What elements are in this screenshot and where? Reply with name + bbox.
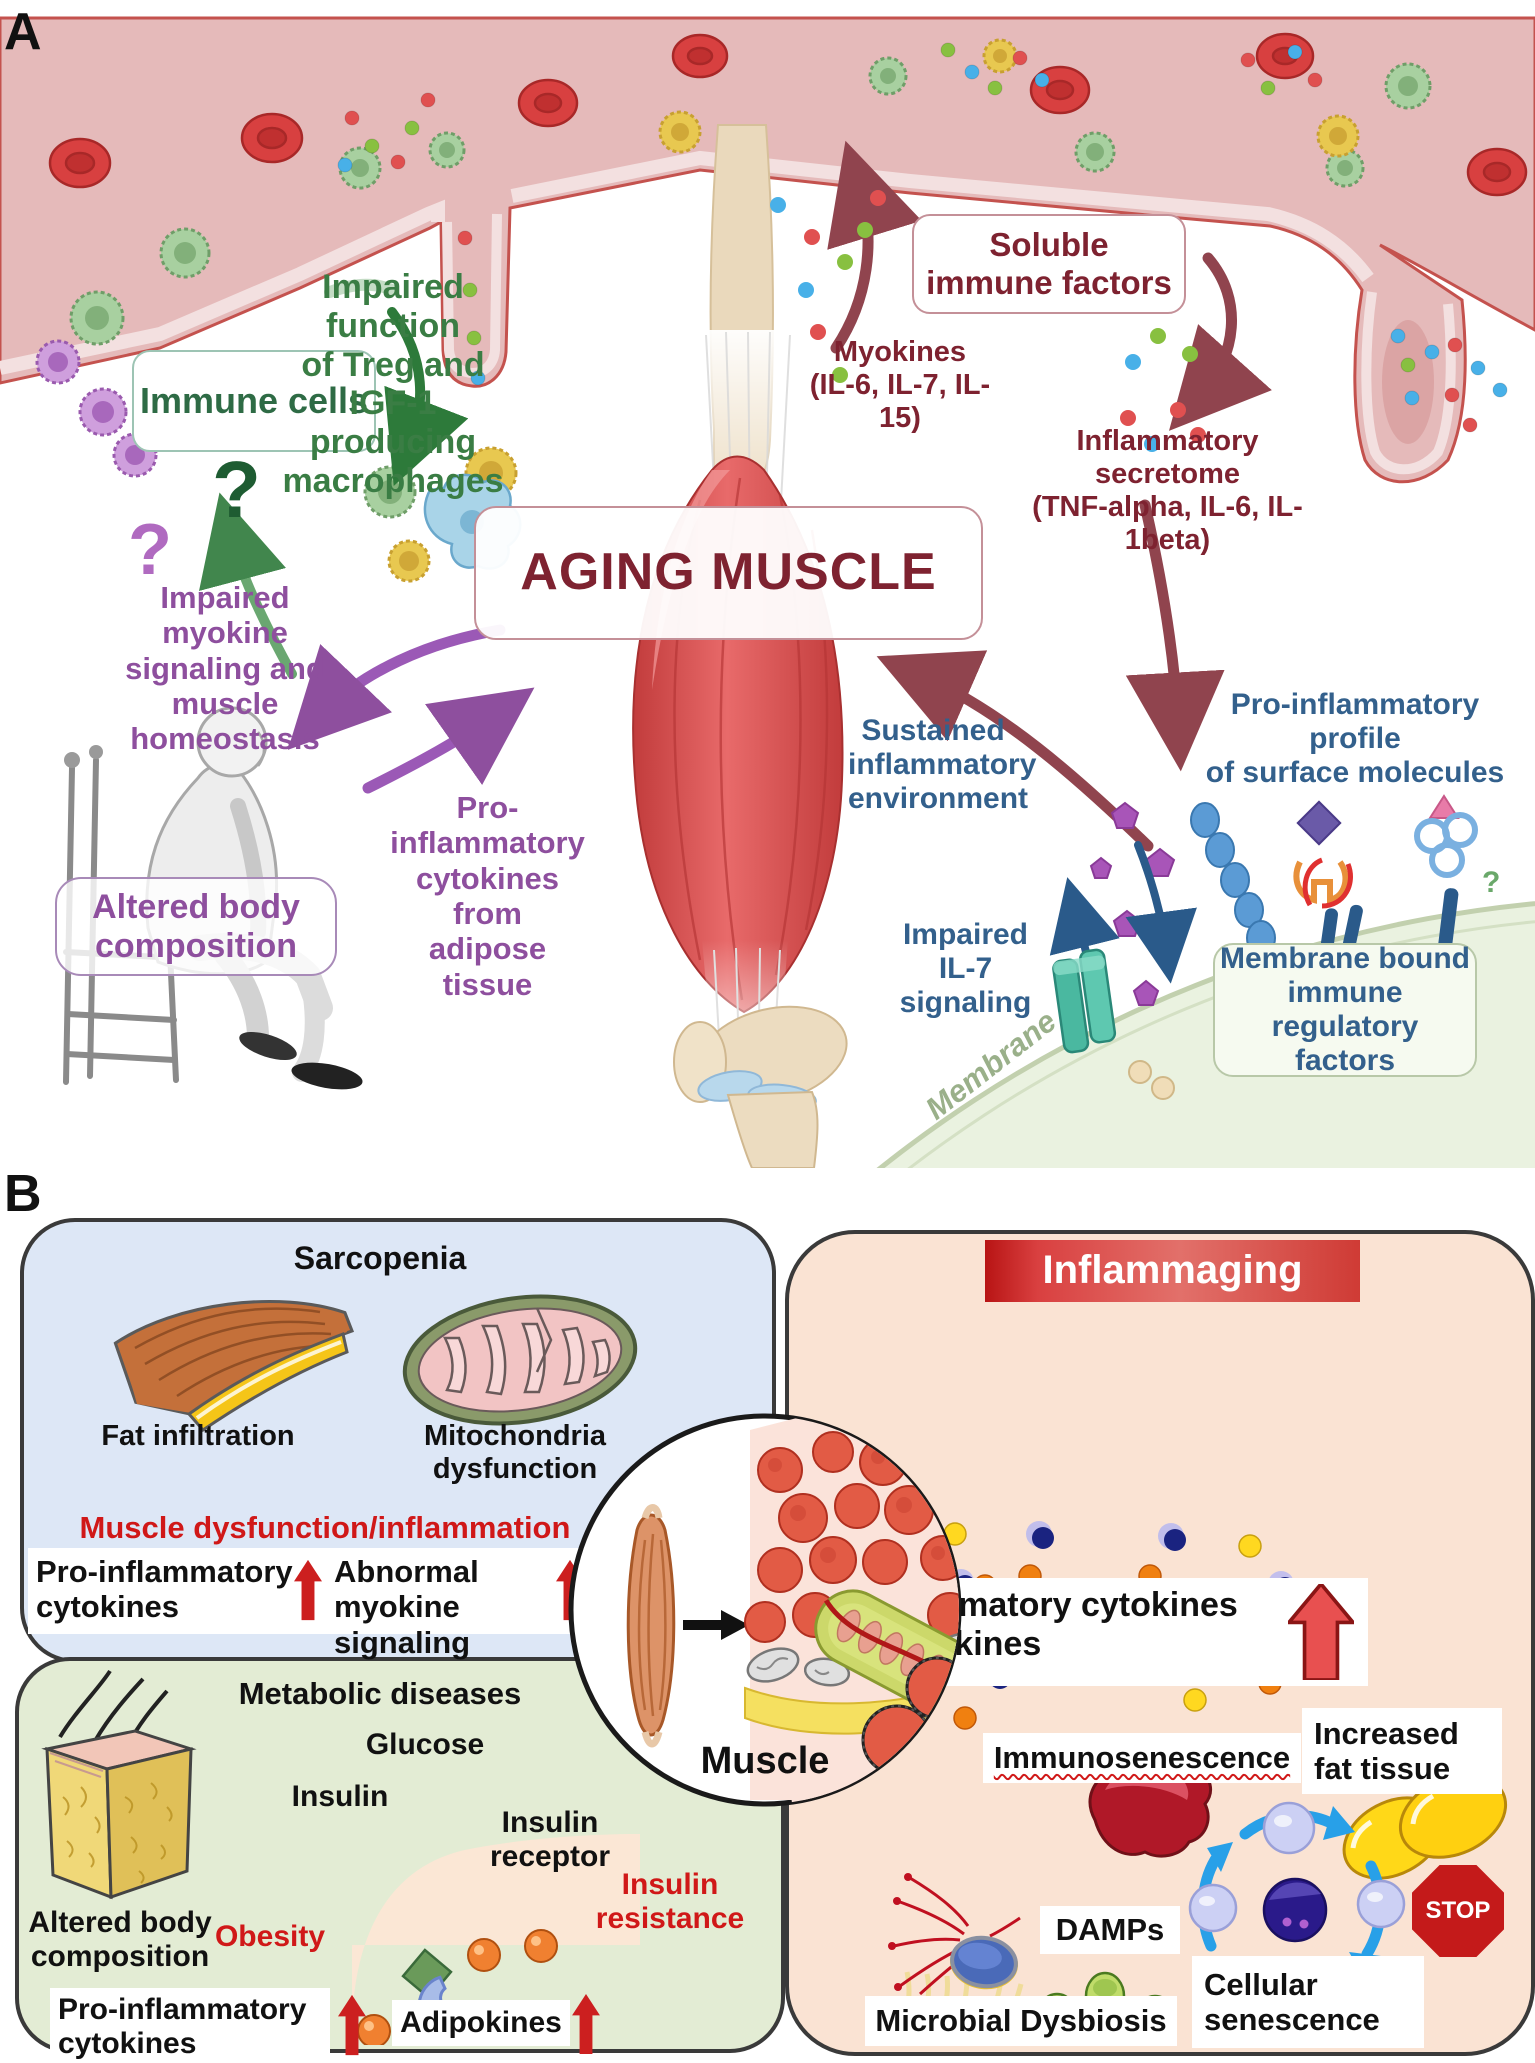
up-arrow-icon: [338, 1994, 366, 2056]
panel-a-letter: A: [4, 3, 42, 61]
damps-box: DAMPs: [1040, 1906, 1180, 1954]
skin-fat-cube-icon: [41, 1669, 197, 1900]
insulin-label: Insulin: [291, 1780, 389, 1813]
cytokine-dots: [337, 42, 1508, 433]
sarcopenia-icons: [113, 1294, 638, 1432]
stop-sign-icon: STOP: [1412, 1865, 1504, 1957]
secretome-dots: [1120, 328, 1206, 452]
question-mark-purple: ?: [128, 510, 172, 590]
il7-channel-icon: [1052, 948, 1117, 1054]
muscle-inset-label: Muscle: [700, 1740, 830, 1782]
fat-infiltration-label: Fat infiltration: [101, 1420, 295, 1452]
microbial-dysbiosis-box: Microbial Dysbiosis: [865, 1996, 1177, 2046]
up-arrow-icon: [294, 1559, 322, 1621]
purple-arrows: [287, 624, 535, 794]
mitochondria-icon: [402, 1294, 638, 1426]
myokine-dots: [770, 190, 886, 383]
purple-immune-cells: [35, 339, 158, 478]
inflammatory-secretome-label: Inflammatory secretome(TNF-alpha, IL-6, …: [1032, 425, 1303, 557]
fat-infiltration-icon: [113, 1300, 355, 1432]
panel-b-letter: B: [4, 1165, 42, 1223]
big-up-arrow-icon: [1288, 1584, 1354, 1680]
metabolic-title: Metabolic diseases: [238, 1676, 522, 1711]
obesity-label: Obesity: [214, 1920, 326, 1953]
microbial-dysbiosis-icon: [888, 1873, 1021, 1996]
immune-cells-box: Immune cells: [132, 350, 376, 452]
blood-vessel-illustration: [0, 16, 1535, 484]
muscle-dysfunction-label: Muscle dysfunction/inflammation: [79, 1510, 571, 1545]
aging-muscle-illustration: [632, 124, 848, 1168]
green-arrows: [199, 278, 469, 679]
question-mark-green: ?: [212, 445, 261, 534]
metabolic-icons: [41, 1669, 640, 2045]
glucose-label: Glucose: [365, 1728, 485, 1761]
sarcopenia-title: Sarcopenia: [293, 1240, 467, 1276]
ligand-dot: [1151, 1076, 1175, 1100]
immunosenescence-box: Immunosenescence: [983, 1733, 1301, 1783]
aging-muscle-title-box: AGING MUSCLE: [474, 506, 983, 640]
increased-fat-icon: [1342, 1773, 1508, 1880]
ligand-dot: [1128, 1060, 1152, 1084]
red-blood-cells: [48, 32, 1528, 197]
magnify-arrow-icon: [683, 1610, 749, 1640]
up-arrow-icon: [572, 1994, 600, 2054]
svg-text:?: ?: [1482, 866, 1500, 899]
adipocyte-zone: [352, 1834, 640, 2035]
antibody-receptor-icon: ?: [1414, 794, 1500, 976]
knee-joint-illustration: [673, 1005, 848, 1168]
panel-b: B Sarcopenia: [0, 1168, 1535, 2063]
myokines-label: Myokines(IL-6, IL-7, IL-15): [809, 336, 991, 435]
muscle-inset-circle: [568, 1413, 962, 1807]
bead-chain-receptor-icon: [1190, 802, 1282, 1033]
adipokines-box: Adipokines: [392, 2000, 570, 2046]
whole-muscle-icon: [626, 1504, 676, 1748]
inflammaging-banner: Inflammaging: [985, 1240, 1360, 1302]
purple-pentagon-molecules: [1089, 801, 1176, 1006]
